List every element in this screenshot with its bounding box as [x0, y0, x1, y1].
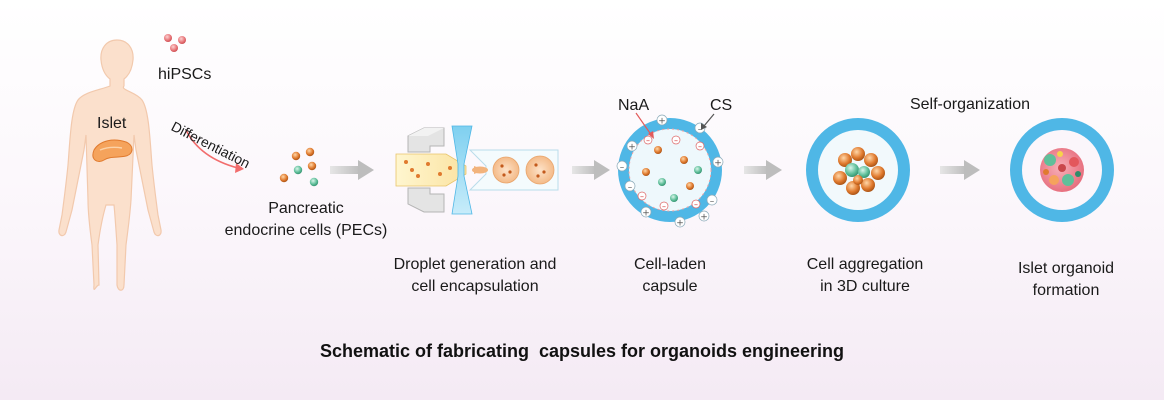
aggregation-capsule	[806, 118, 910, 222]
svg-text:–: –	[710, 197, 715, 207]
microfluidic-device	[395, 125, 559, 215]
capsule-anions: – – – – – –	[637, 135, 705, 211]
process-arrow-4	[940, 160, 980, 180]
stream-cells	[404, 160, 452, 178]
label-pecs-line1: Pancreatic	[268, 200, 344, 217]
capsule-cells	[642, 146, 702, 202]
svg-text:+: +	[676, 219, 684, 229]
label-capsule-line1: Cell-laden	[633, 256, 707, 273]
svg-text:+: +	[642, 209, 650, 219]
label-droplet-line2: cell encapsulation	[411, 278, 539, 295]
human-body-silhouette	[58, 39, 162, 291]
svg-text:–: –	[628, 183, 633, 193]
svg-text:–: –	[640, 192, 644, 201]
svg-text:+: +	[700, 213, 708, 223]
label-organoid-line1: Islet organoid	[1017, 260, 1115, 277]
core-stream	[395, 153, 467, 187]
label-capsule-line2: capsule	[642, 278, 698, 295]
label-droplet-line1: Droplet generation and	[393, 256, 557, 273]
svg-text:+: +	[628, 143, 636, 153]
islet-organoid	[1040, 148, 1084, 192]
differentiation-arrow	[185, 129, 239, 169]
label-cs: CS	[710, 97, 733, 114]
svg-text:+: +	[714, 159, 722, 169]
label-pecs-line2: endocrine cells (PECs)	[224, 222, 388, 239]
charge-markers: +– ++ –+ –+ –+	[616, 114, 724, 229]
label-naa: NaA	[618, 97, 650, 114]
label-self-organization: Self-organization	[909, 96, 1031, 113]
device-block-bottom	[407, 187, 445, 213]
pec-cells	[279, 147, 319, 187]
cell-laden-capsule: +– ++ –+ –+ –+ –– ––	[616, 112, 724, 229]
organoid-capsule	[1010, 118, 1114, 222]
svg-text:+: +	[658, 117, 666, 127]
pancreas-icon	[92, 139, 133, 163]
label-organoid-line2: formation	[1032, 282, 1100, 299]
svg-text:–: –	[698, 142, 702, 151]
differentiation-arrowhead	[235, 163, 244, 173]
cs-pointer	[703, 113, 715, 127]
process-arrow-2	[572, 160, 610, 180]
label-hipscs: hiPSCs	[158, 66, 212, 83]
naa-pointer	[635, 112, 653, 137]
svg-text:–: –	[674, 136, 678, 145]
figure-caption: Schematic of fabricating capsules for or…	[319, 341, 845, 361]
droplet-1	[492, 156, 520, 184]
hipsc-cells	[164, 34, 186, 52]
human-body-figure	[58, 39, 162, 291]
svg-text:–: –	[646, 136, 650, 145]
droplet-2	[525, 155, 555, 185]
label-aggregation-line1: Cell aggregation	[806, 256, 924, 273]
cell-aggregate	[833, 147, 885, 195]
nozzle	[451, 125, 473, 215]
svg-text:–: –	[694, 200, 698, 209]
label-islet: Islet	[97, 115, 127, 132]
svg-text:–: –	[698, 125, 703, 135]
svg-text:–: –	[620, 163, 625, 173]
process-arrow-3	[744, 160, 782, 180]
process-arrow-1	[330, 160, 374, 180]
svg-text:–: –	[662, 202, 666, 211]
label-aggregation-line2: in 3D culture	[820, 278, 910, 295]
